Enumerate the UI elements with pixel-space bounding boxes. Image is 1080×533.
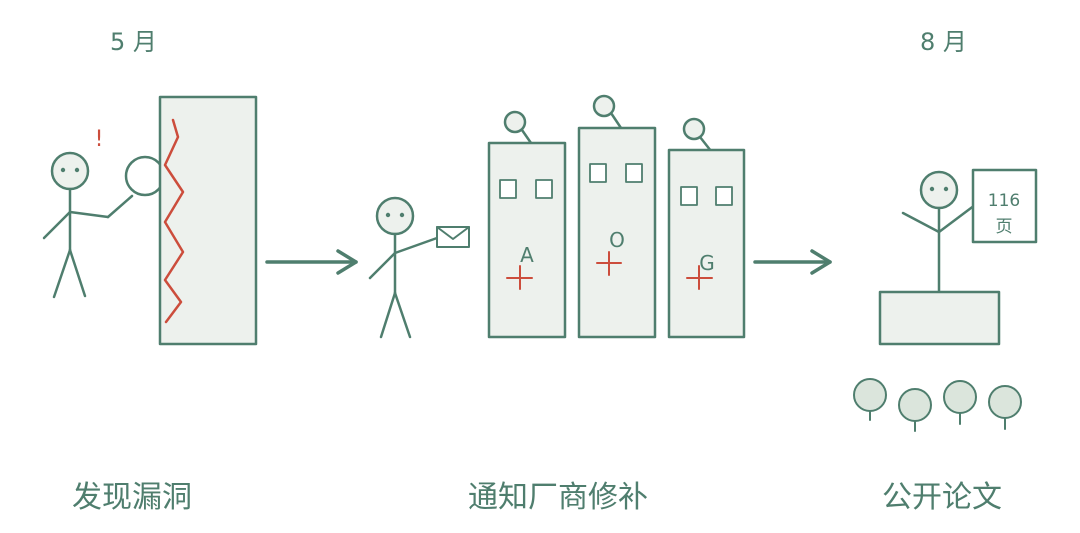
envelope-icon <box>436 226 470 248</box>
patch-mark-icon <box>686 265 713 290</box>
paper-page-unit: 页 <box>996 217 1013 237</box>
patch-mark-icon <box>506 265 533 290</box>
tree-icon <box>988 385 1022 430</box>
tree-icon <box>853 378 887 421</box>
patch-mark-icon <box>596 251 622 276</box>
vendor-label-a: A <box>520 243 534 267</box>
month-may-label: 5 月 <box>110 28 157 56</box>
researcher-figure <box>42 151 134 299</box>
alert-exclamation: ! <box>95 127 104 152</box>
caption-notify-vendors: 通知厂商修补 <box>468 480 648 515</box>
magnifier-lens-icon <box>124 155 166 197</box>
tree-icon <box>898 388 932 432</box>
crack-icon <box>163 118 185 324</box>
vulnerable-wall <box>158 95 258 346</box>
vendor-building-o <box>577 94 657 339</box>
vendor-building-g <box>667 117 746 339</box>
paper-sheet <box>971 168 1038 244</box>
presenter-figure <box>901 170 977 293</box>
podium <box>878 290 1001 346</box>
tree-icon <box>943 380 977 425</box>
month-august-label: 8 月 <box>920 28 967 56</box>
caption-publish-paper: 公开论文 <box>882 480 1002 515</box>
messenger-figure <box>368 196 439 339</box>
arrow-right-1 <box>265 249 358 275</box>
vendor-label-o: O <box>609 228 625 252</box>
vendor-building-a <box>487 110 567 339</box>
paper-page-count: 116 <box>988 191 1020 211</box>
arrow-right-2 <box>753 249 832 275</box>
vendor-label-g: G <box>699 251 715 275</box>
audience-trees <box>853 378 1022 432</box>
caption-discover-vulnerability: 发现漏洞 <box>72 480 192 515</box>
